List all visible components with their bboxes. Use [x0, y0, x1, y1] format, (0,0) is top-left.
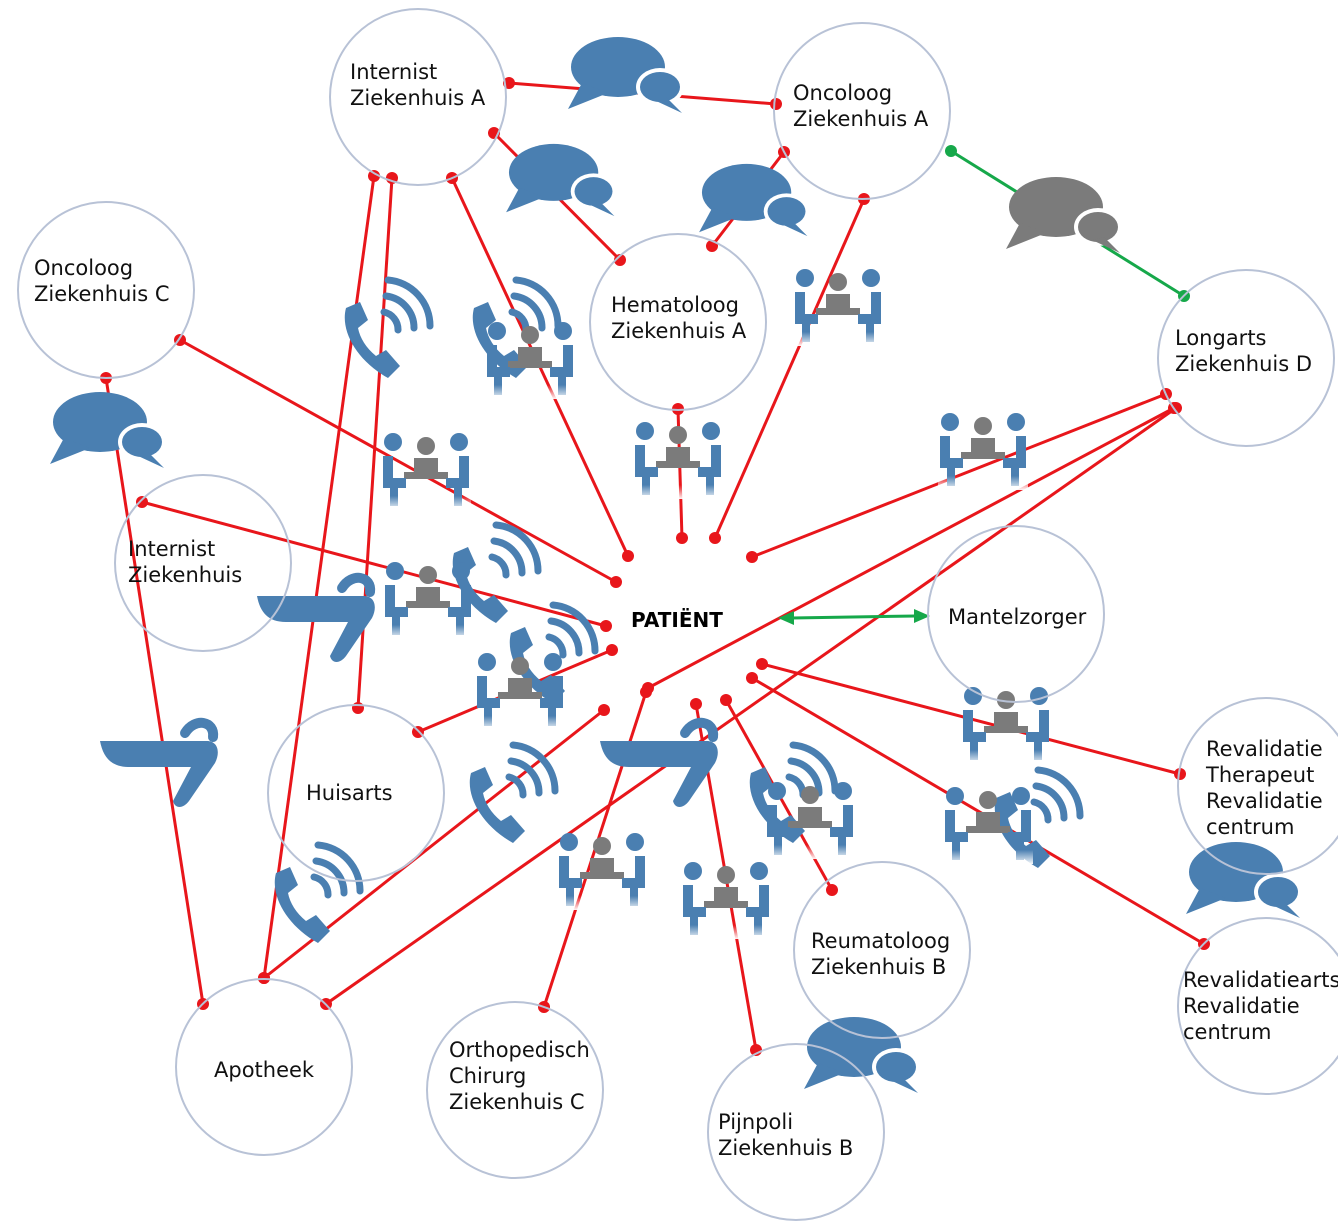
node-label: Huisarts	[306, 781, 393, 805]
patient-mantelzorger-arrow	[778, 609, 930, 625]
connection-endpoint	[622, 550, 634, 562]
pharmacy-icon	[100, 723, 218, 807]
node-label: Hematoloog	[611, 293, 739, 317]
node-label: Therapeut	[1205, 763, 1314, 787]
meeting-icon	[475, 653, 565, 730]
node-label: Internist	[350, 60, 437, 84]
node-label: Oncoloog	[793, 81, 892, 105]
meeting-icon	[633, 422, 723, 499]
connection-endpoint	[826, 884, 838, 896]
patient-node: PATIËNT	[631, 608, 723, 632]
node-apotheek: Apotheek	[175, 978, 353, 1156]
node-label: Revalidatie	[1183, 994, 1300, 1018]
node-label: Revalidatiearts	[1183, 968, 1338, 992]
meeting-icon	[793, 269, 883, 346]
node-label: Ziekenhuis B	[718, 1136, 853, 1160]
node-label: Ziekenhuis C	[449, 1090, 585, 1114]
connection-endpoint	[640, 686, 652, 698]
chat-bubbles-icon	[50, 392, 166, 468]
meeting-icon	[383, 562, 473, 639]
node-label: Ziekenhuis C	[34, 282, 170, 306]
connection-endpoint	[690, 698, 702, 710]
patient-label: PATIËNT	[631, 608, 723, 632]
chat-bubbles-icon	[804, 1017, 920, 1093]
meeting-icon	[557, 833, 647, 910]
node-label: centrum	[1206, 815, 1294, 839]
connection-line	[709, 193, 870, 544]
chat-bubbles-icon	[1186, 842, 1302, 918]
connection-endpoint	[598, 704, 610, 716]
node-label: Orthopedisch	[449, 1038, 590, 1062]
node-label: Mantelzorger	[948, 605, 1087, 629]
meeting-icon	[938, 413, 1028, 490]
connection-endpoint	[756, 658, 768, 670]
node-label: Ziekenhuis A	[611, 319, 747, 343]
node-huisarts: Huisarts	[267, 704, 445, 882]
chat-bubbles-icon	[506, 143, 617, 217]
node-label: Oncoloog	[34, 256, 133, 280]
meeting-icon	[681, 862, 771, 939]
node-label: Reumatoloog	[811, 929, 950, 953]
node-label: Revalidatie	[1206, 737, 1323, 761]
connection-endpoint	[746, 551, 758, 563]
node-label: Pijnpoli	[718, 1110, 793, 1134]
connection-endpoint	[610, 576, 622, 588]
connection-line	[258, 704, 610, 984]
connection-endpoint	[600, 620, 612, 632]
connection-endpoint	[136, 496, 148, 508]
connection-line	[136, 496, 612, 632]
phone-call-icon	[275, 845, 360, 943]
node-label: Apotheek	[214, 1058, 315, 1082]
connection-endpoint	[614, 254, 626, 266]
connection-line	[100, 372, 209, 1010]
connection-endpoint	[676, 532, 688, 544]
node-label: Revalidatie	[1206, 789, 1323, 813]
meeting-icon	[381, 433, 471, 510]
connection-endpoint	[746, 672, 758, 684]
node-label: Chirurg	[449, 1064, 526, 1088]
node-label: centrum	[1183, 1020, 1271, 1044]
phone-call-icon	[470, 745, 555, 843]
connection-endpoint	[606, 644, 618, 656]
node-label: Ziekenhuis A	[350, 86, 486, 110]
node-label: Ziekenhuis B	[811, 955, 946, 979]
connection-endpoint	[945, 145, 957, 157]
node-label: Ziekenhuis A	[793, 107, 929, 131]
connection-endpoint	[720, 694, 732, 706]
connection-endpoint	[709, 532, 721, 544]
chat-bubbles-icon	[1006, 177, 1122, 253]
connection-endpoint	[1174, 768, 1186, 780]
connection-endpoint	[770, 98, 782, 110]
meeting-icon	[943, 787, 1033, 864]
node-label: Ziekenhuis D	[1175, 352, 1312, 376]
node-mantelzorger: Mantelzorger	[927, 525, 1105, 703]
connection-endpoint	[1170, 402, 1182, 414]
meeting-icon	[765, 782, 855, 859]
node-label: Longarts	[1175, 326, 1267, 350]
chat-bubbles-icon	[699, 163, 810, 237]
meeting-icon	[485, 322, 575, 399]
chat-bubbles-icon	[568, 37, 684, 113]
connection-endpoint	[368, 170, 380, 182]
node-label: Internist	[128, 537, 215, 561]
node-label: Ziekenhuis	[128, 563, 242, 587]
connection-endpoint	[352, 702, 364, 714]
